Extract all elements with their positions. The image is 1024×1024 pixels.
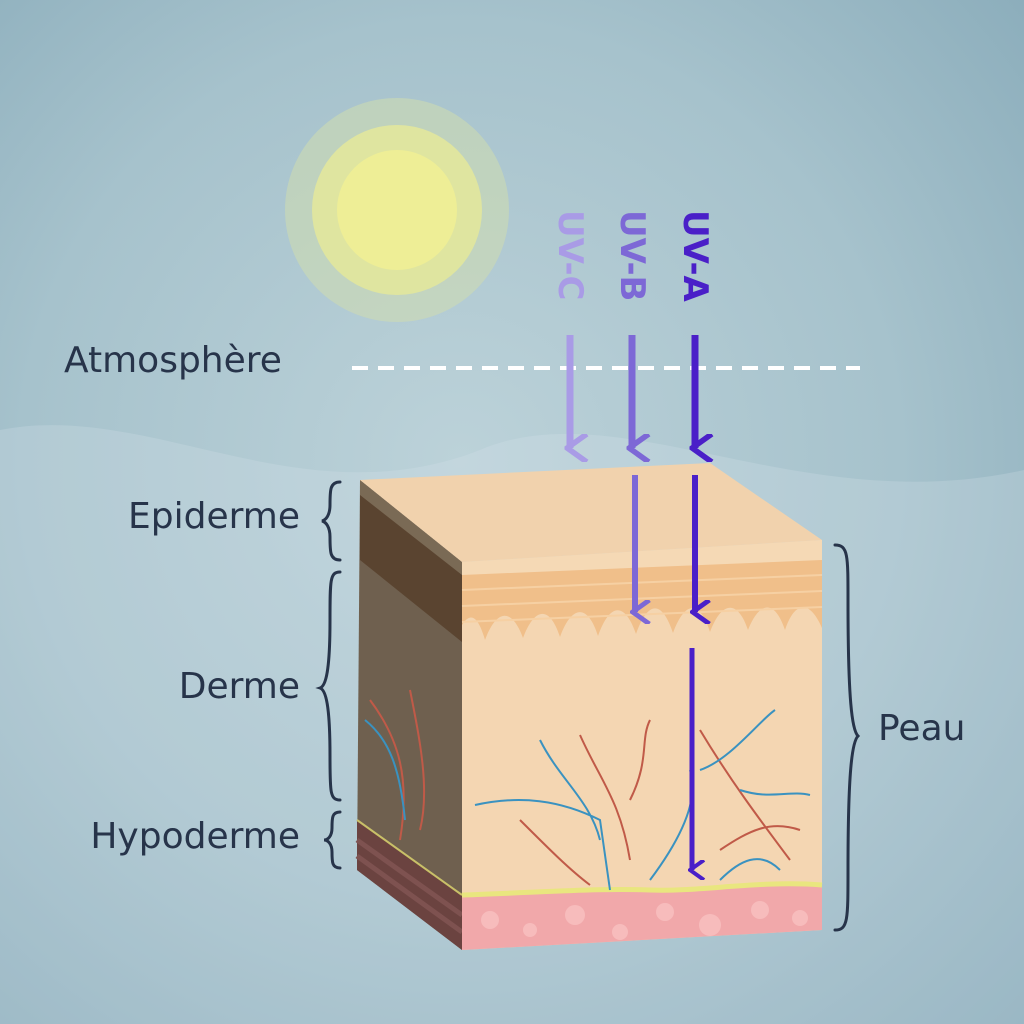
top-face (360, 463, 822, 562)
skin-block (355, 463, 823, 950)
uv-b-label: UV-B (612, 210, 652, 301)
uv-b-arrow (632, 335, 635, 612)
peau-label: Peau (878, 708, 966, 749)
derme-label: Derme (178, 666, 300, 707)
side-hypodermis (357, 820, 462, 950)
sun (285, 98, 509, 322)
derme-brace (315, 570, 342, 802)
hypoderme-label: Hypoderme (90, 816, 300, 857)
fat-cells (481, 901, 808, 940)
atmosphere-label: Atmosphère (64, 340, 282, 381)
front-epidermis-top (462, 540, 822, 575)
front-dermis (462, 540, 822, 950)
hypoderme-brace (323, 810, 342, 870)
uv-c-label: UV-C (550, 210, 590, 301)
side-epidermis (360, 480, 462, 642)
braces (315, 480, 861, 932)
uv-a-arrow (692, 335, 695, 870)
ray-labels: UV-C UV-B UV-A (550, 210, 715, 303)
blood-vessels (364, 689, 811, 891)
hypodermis (462, 883, 822, 950)
epiderme-brace (321, 480, 342, 562)
uv-a-label: UV-A (675, 210, 715, 303)
epiderme-label: Epiderme (128, 496, 300, 537)
peau-brace (833, 543, 861, 932)
